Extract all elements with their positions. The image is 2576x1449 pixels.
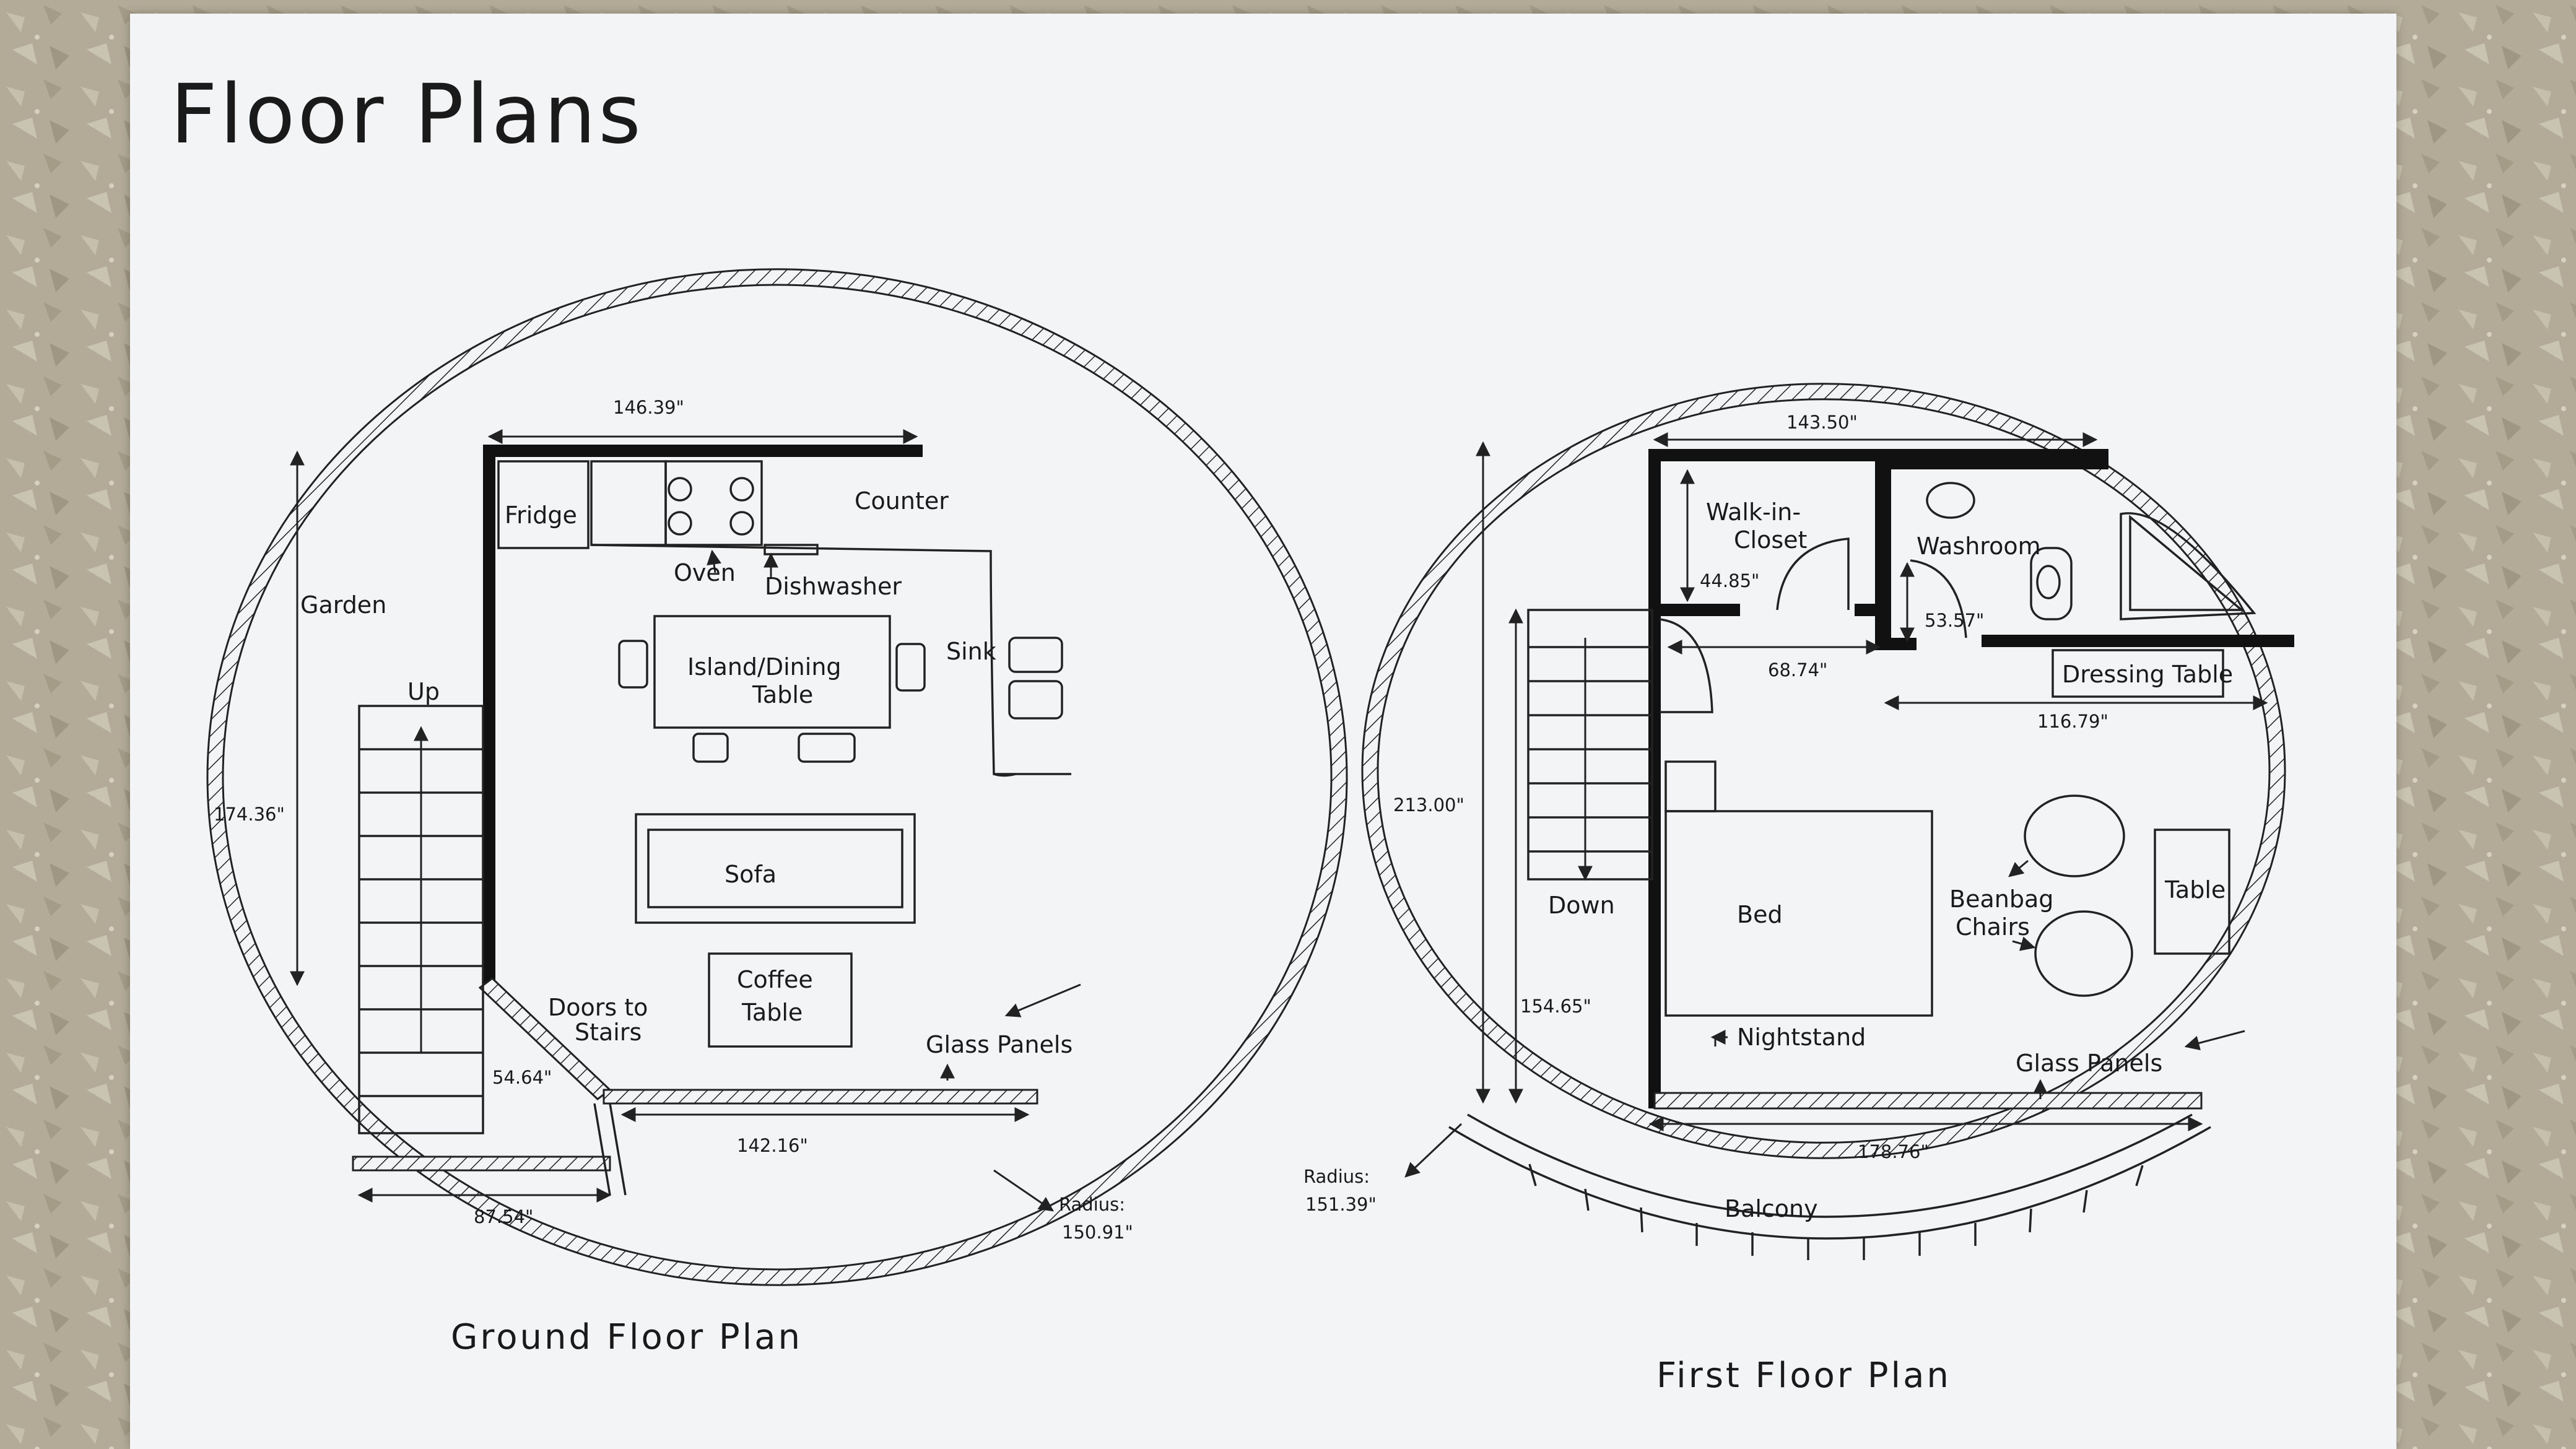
- ground-floor-plan: Fridge Oven Dishwasher Counter Garden Is…: [206, 268, 1348, 1357]
- island-table: [653, 615, 891, 729]
- dim-bottom-right: 142.16": [737, 1135, 808, 1156]
- label-doors-1: Doors to: [548, 994, 648, 1021]
- page-title: Floor Plans: [170, 67, 643, 162]
- dim-top: 146.39": [613, 397, 684, 418]
- beanbag-2: [2034, 910, 2133, 997]
- label-nightstand: Nightstand: [1737, 1024, 1866, 1051]
- table-outline: [2154, 829, 2230, 955]
- label-dressing-table: Dressing Table: [2062, 661, 2233, 688]
- dim-first-left: 213.00": [1393, 794, 1464, 816]
- ground-stair-wall: [352, 1155, 611, 1172]
- label-glass-panels: Glass Panels: [926, 1031, 1073, 1058]
- washroom-door: [1910, 559, 1967, 638]
- label-doors-2: Stairs: [575, 1019, 642, 1046]
- balcony-rail: [1448, 1126, 2211, 1240]
- first-outer-wall: [1361, 383, 2286, 1159]
- label-down: Down: [1548, 892, 1615, 919]
- label-island-1: Island/Dining: [687, 653, 842, 681]
- dim-washroom-door: 53.57": [1925, 610, 1984, 631]
- fridge-outline: [497, 460, 590, 549]
- oven-outline: [664, 460, 763, 546]
- label-beanbag-1: Beanbag: [1949, 886, 2053, 913]
- label-oven: Oven: [674, 559, 736, 586]
- dim-dressing: 116.79": [2037, 711, 2108, 732]
- first-floor-plan: Walk-in- Closet Washroom Dressing Table …: [1303, 383, 2294, 1396]
- caption-ground-floor: Ground Floor Plan: [451, 1317, 803, 1357]
- label-beanbag-2: Chairs: [1956, 913, 2030, 941]
- bathtub: [2129, 515, 2245, 611]
- beanbag-1: [2024, 794, 2125, 877]
- dim-closet: 44.85": [1700, 570, 1759, 591]
- label-glass-panels-first: Glass Panels: [2016, 1050, 2162, 1077]
- sofa-outline: [635, 813, 916, 924]
- ground-interior-wall: [483, 445, 923, 991]
- dim-bottom-left: 87.54": [474, 1206, 533, 1227]
- label-radius-first-2: 151.39": [1305, 1194, 1377, 1215]
- first-staircase: [1527, 609, 1653, 881]
- coffee-table-outline: [708, 952, 853, 1048]
- label-sofa: Sofa: [724, 861, 777, 888]
- label-balcony: Balcony: [1725, 1195, 1818, 1222]
- balcony-rail-inner: [1467, 1113, 2193, 1218]
- label-radius-2: 150.91": [1062, 1222, 1133, 1243]
- closet-door: [1776, 537, 1850, 611]
- first-glass-wall: [1653, 1092, 2203, 1110]
- label-washroom: Washroom: [1917, 533, 2041, 560]
- dim-first-bottom: 178.76": [1858, 1141, 1929, 1162]
- label-sink: Sink: [946, 638, 996, 665]
- label-radius-first-1: Radius:: [1303, 1166, 1370, 1187]
- label-coffee-1: Coffee: [737, 966, 813, 993]
- bed-outline: [1664, 810, 1933, 1017]
- label-bed: Bed: [1737, 901, 1783, 928]
- ground-glass-wall: [603, 1089, 1038, 1105]
- kitchen-counter-outline: [591, 544, 1071, 775]
- sink-basin-1: [1008, 637, 1063, 673]
- label-island-2: Table: [752, 681, 813, 708]
- ground-staircase: [358, 705, 484, 1134]
- label-counter: Counter: [855, 487, 949, 515]
- label-garden: Garden: [300, 591, 386, 619]
- caption-first-floor: First Floor Plan: [1656, 1355, 1951, 1396]
- label-closet-1: Walk-in-: [1706, 498, 1801, 526]
- label-up: Up: [407, 678, 440, 705]
- dim-door: 54.64": [492, 1067, 552, 1088]
- dim-hall: 68.74": [1768, 659, 1827, 681]
- label-table: Table: [2164, 876, 2226, 903]
- bedroom-door: [1659, 618, 1713, 713]
- label-dishwasher: Dishwasher: [765, 573, 902, 600]
- sink-basin-2: [1008, 680, 1063, 720]
- label-fridge: Fridge: [505, 502, 577, 529]
- dim-left: 174.36": [214, 804, 285, 825]
- toilet: [2030, 547, 2073, 620]
- label-closet-2: Closet: [1734, 526, 1807, 554]
- label-radius-1: Radius:: [1059, 1194, 1125, 1215]
- dim-lower-left: 154.65": [1520, 996, 1591, 1017]
- label-coffee-2: Table: [741, 999, 803, 1026]
- dim-first-top: 143.50": [1786, 412, 1858, 433]
- closet-wall: [1648, 449, 2108, 1108]
- counter-outline: [590, 460, 667, 546]
- washroom-sink: [1926, 482, 1975, 519]
